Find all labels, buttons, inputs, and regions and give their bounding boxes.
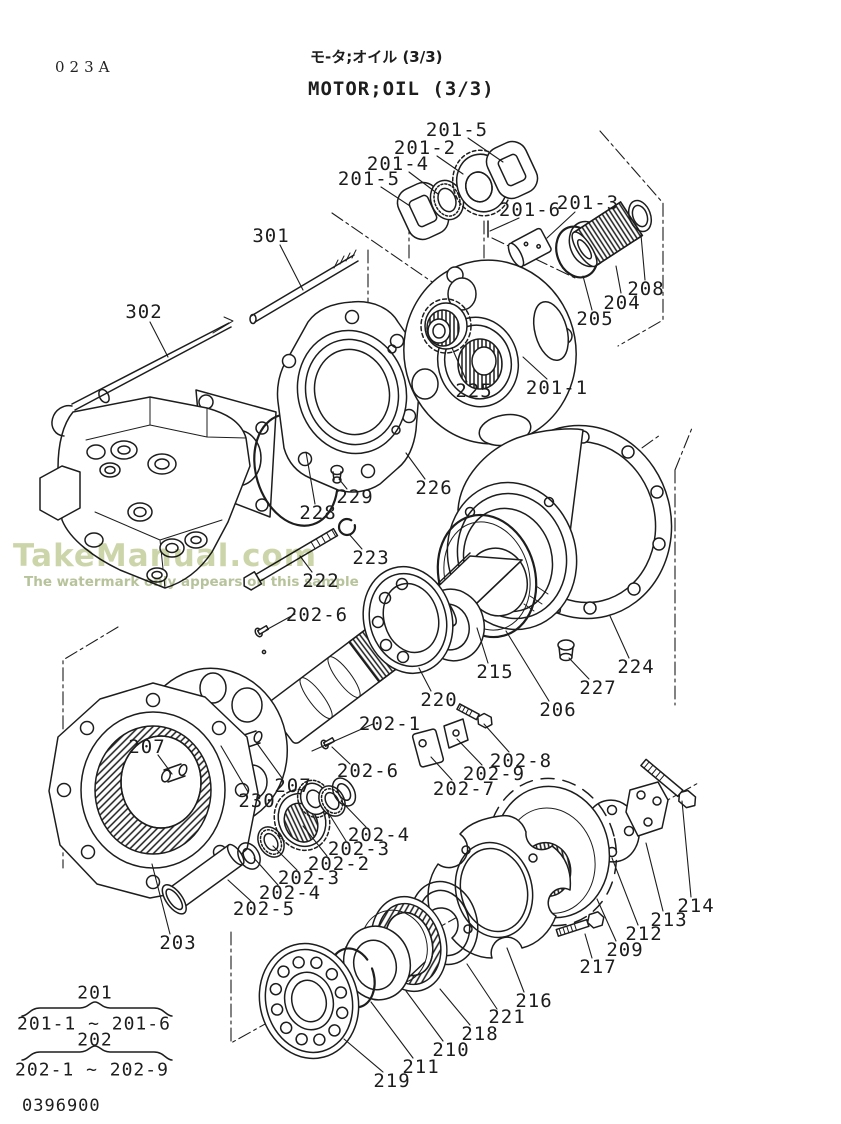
washer-223 bbox=[337, 517, 357, 537]
bearing-202-3-lower bbox=[257, 826, 285, 858]
bolt-222 bbox=[243, 527, 339, 591]
shaft-220 bbox=[266, 565, 457, 744]
planet-gear-225 bbox=[420, 298, 472, 354]
needle-bearing-201-4 bbox=[429, 179, 465, 221]
bolt-202-6-upper bbox=[254, 625, 270, 638]
legend-group-201: 201 bbox=[77, 982, 113, 1004]
plate-202-7 bbox=[411, 728, 445, 768]
plug-229 bbox=[330, 464, 344, 484]
cam-ring-201-5-right bbox=[485, 140, 539, 200]
motor-body bbox=[39, 389, 277, 589]
legend-range-202: 202-1 ~ 202-9 bbox=[15, 1059, 169, 1081]
legend-braces bbox=[21, 1001, 173, 1061]
rod-301 bbox=[249, 249, 359, 325]
bolt-202-8 bbox=[456, 703, 493, 729]
legend-group-202: 202 bbox=[77, 1029, 113, 1051]
plate-213 bbox=[625, 781, 669, 837]
coupling-204 bbox=[571, 201, 644, 268]
title-english: MOTOR;OIL (3/3) bbox=[308, 78, 495, 100]
washer-202-4-upper bbox=[331, 777, 357, 807]
pin-207-ring-gear bbox=[160, 763, 188, 783]
carrier-201-1 bbox=[403, 259, 577, 447]
plate-216 bbox=[427, 814, 572, 959]
cover-226 bbox=[276, 300, 422, 493]
leader-lines bbox=[149, 137, 692, 1073]
legend-range-201: 201-1 ~ 201-6 bbox=[17, 1013, 171, 1035]
document-number: 0396900 bbox=[22, 1096, 101, 1116]
dipstick-302 bbox=[51, 316, 234, 437]
collar-210 bbox=[342, 909, 428, 1001]
washer-202-4-lower bbox=[237, 842, 261, 870]
page-code: 023A bbox=[55, 58, 115, 76]
bolt-214 bbox=[640, 758, 697, 809]
shaft-202-5 bbox=[161, 843, 245, 915]
hole-dot bbox=[261, 649, 267, 655]
washer-202-9 bbox=[443, 718, 469, 749]
bolt-217 bbox=[555, 911, 605, 937]
ring-208 bbox=[627, 199, 653, 233]
bearing-219 bbox=[258, 942, 360, 1060]
bushing-201-3 bbox=[507, 227, 552, 268]
title-japanese: モ-タ;オイル (3/3) bbox=[310, 48, 443, 66]
plug-227 bbox=[557, 639, 575, 662]
